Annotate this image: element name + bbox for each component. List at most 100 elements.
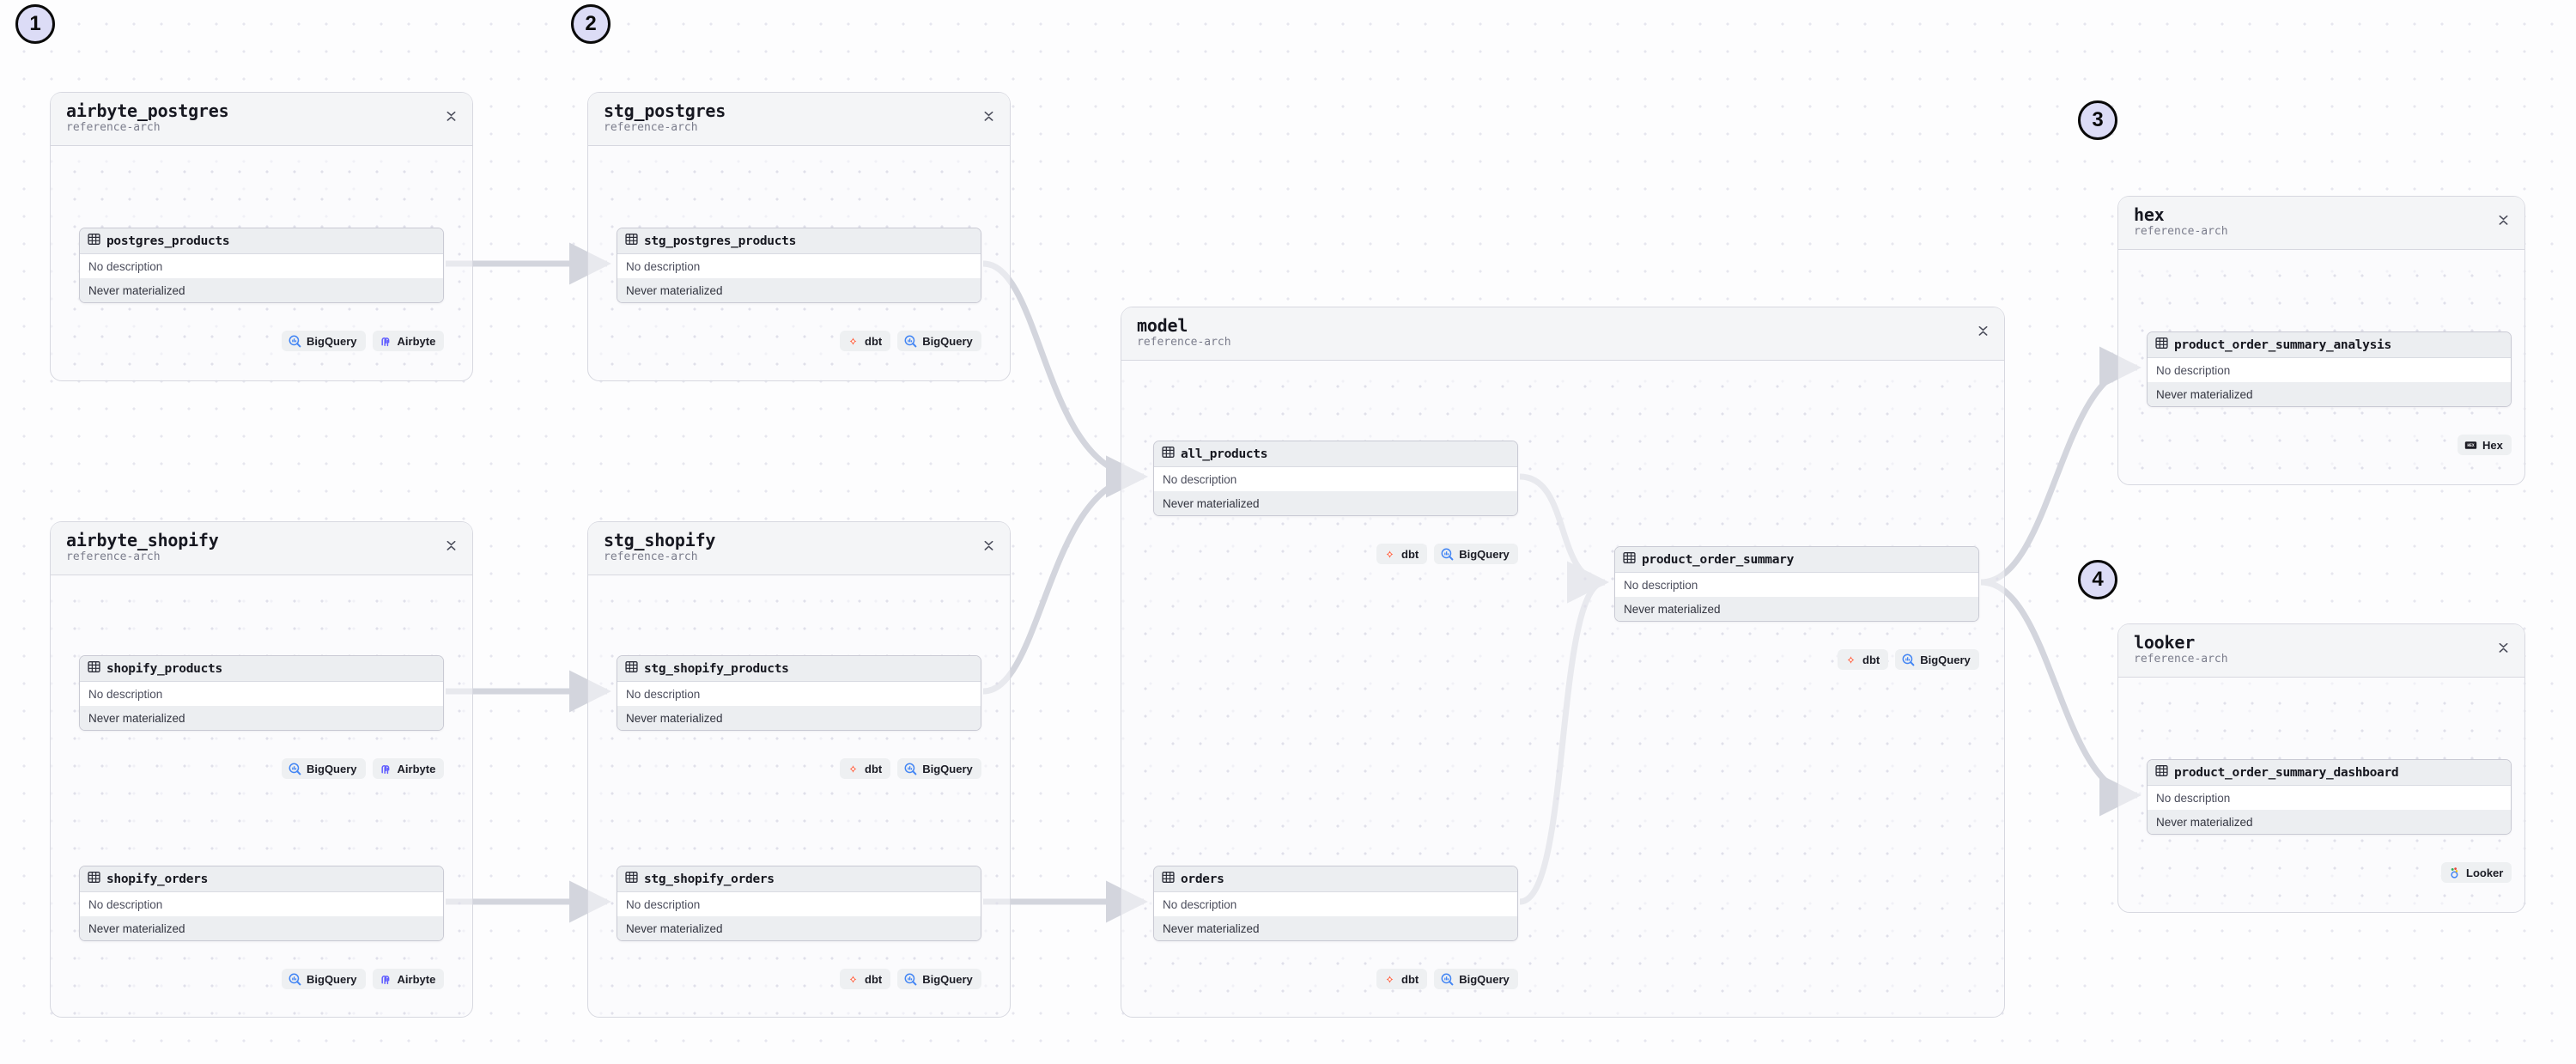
- looker-icon: [2448, 866, 2461, 879]
- integration-badges-shopify_products: BigQuery Airbyte: [282, 758, 445, 779]
- integration-badge-label: BigQuery: [307, 972, 357, 986]
- bigquery-icon: [289, 973, 301, 986]
- integration-badge-dbt[interactable]: dbt: [840, 331, 891, 351]
- integration-badge-label: BigQuery: [307, 334, 357, 348]
- group-title: hex: [2134, 204, 2165, 225]
- asset-materialization-status: Never materialized: [80, 706, 443, 730]
- collapse-group-icon[interactable]: [982, 539, 996, 555]
- asset-node-name: stg_postgres_products: [644, 234, 797, 248]
- integration-badge-label: dbt: [1862, 653, 1880, 666]
- integration-badge-airbyte[interactable]: Airbyte: [372, 331, 445, 351]
- asset-node-header[interactable]: orders: [1154, 866, 1517, 892]
- collapse-group-icon[interactable]: [445, 110, 459, 125]
- dbt-icon: [1383, 548, 1396, 561]
- asset-node-header[interactable]: product_order_summary_analysis: [2148, 332, 2511, 358]
- collapse-group-icon[interactable]: [2497, 641, 2511, 657]
- group-title: airbyte_postgres: [66, 100, 229, 121]
- asset-node-header[interactable]: stg_shopify_orders: [617, 866, 981, 892]
- bigquery-icon: [1441, 548, 1454, 561]
- integration-badge-bigquery[interactable]: BigQuery: [897, 331, 981, 351]
- asset-description: No description: [1154, 892, 1517, 916]
- integration-badge-dbt[interactable]: dbt: [840, 758, 891, 779]
- integration-badge-bigquery[interactable]: BigQuery: [1434, 969, 1518, 989]
- integration-badges-shopify_orders: BigQuery Airbyte: [282, 969, 445, 989]
- asset-node-header[interactable]: shopify_products: [80, 656, 443, 682]
- asset-node-header[interactable]: all_products: [1154, 441, 1517, 467]
- integration-badge-bigquery[interactable]: BigQuery: [897, 758, 981, 779]
- group-title: model: [1137, 315, 1188, 336]
- dbt-icon: [847, 335, 860, 348]
- asset-description: No description: [617, 892, 981, 916]
- integration-badge-dbt[interactable]: dbt: [1376, 544, 1428, 564]
- asset-materialization-status: Never materialized: [2148, 810, 2511, 834]
- step-marker-4: 4: [2078, 560, 2117, 599]
- integration-badge-airbyte[interactable]: Airbyte: [372, 758, 445, 779]
- integration-badge-label: Airbyte: [397, 972, 436, 986]
- integration-badge-dbt[interactable]: dbt: [840, 969, 891, 989]
- asset-description: No description: [617, 254, 981, 278]
- integration-badge-bigquery[interactable]: BigQuery: [282, 758, 366, 779]
- asset-node-header[interactable]: shopify_orders: [80, 866, 443, 892]
- integration-badge-bigquery[interactable]: BigQuery: [1434, 544, 1518, 564]
- asset-node-header[interactable]: stg_postgres_products: [617, 228, 981, 254]
- integration-badge-bigquery[interactable]: BigQuery: [897, 969, 981, 989]
- asset-node-header[interactable]: product_order_summary: [1615, 547, 1978, 573]
- integration-badge-bigquery[interactable]: BigQuery: [1895, 649, 1979, 670]
- integration-badge-dbt[interactable]: dbt: [1376, 969, 1428, 989]
- integration-badges-product_order_summary_dashboard: Looker: [2441, 862, 2512, 883]
- collapse-group-icon[interactable]: [445, 539, 459, 555]
- bigquery-icon: [289, 763, 301, 775]
- asset-node-header[interactable]: stg_shopify_products: [617, 656, 981, 682]
- integration-badge-label: dbt: [865, 762, 883, 775]
- integration-badge-airbyte[interactable]: Airbyte: [372, 969, 445, 989]
- asset-node-header[interactable]: postgres_products: [80, 228, 443, 254]
- asset-node-name: stg_shopify_orders: [644, 872, 775, 886]
- table-icon: [625, 233, 638, 250]
- integration-badge-dbt[interactable]: dbt: [1838, 649, 1889, 670]
- collapse-group-icon[interactable]: [2497, 214, 2511, 229]
- integration-badges-orders: dbt BigQuery: [1376, 969, 1518, 989]
- collapse-group-icon[interactable]: [982, 110, 996, 125]
- asset-description: No description: [2148, 358, 2511, 382]
- integration-badge-looker[interactable]: Looker: [2441, 862, 2512, 883]
- integration-badge-bigquery[interactable]: BigQuery: [282, 331, 366, 351]
- integration-badge-label: BigQuery: [922, 972, 973, 986]
- bigquery-icon: [1902, 654, 1915, 666]
- integration-badges-stg_postgres_products: dbt BigQuery: [840, 331, 981, 351]
- table-icon: [1162, 871, 1175, 888]
- group-title: stg_shopify: [604, 530, 716, 550]
- integration-badge-label: Looker: [2466, 866, 2504, 879]
- integration-badge-bigquery[interactable]: BigQuery: [282, 969, 366, 989]
- asset-materialization-status: Never materialized: [1154, 916, 1517, 940]
- collapse-group-icon[interactable]: [1977, 325, 1990, 340]
- asset-description: No description: [617, 682, 981, 706]
- dbt-icon: [1383, 973, 1396, 986]
- asset-node-header[interactable]: product_order_summary_dashboard: [2148, 760, 2511, 786]
- integration-badge-label: BigQuery: [307, 762, 357, 775]
- group-subtitle: reference-arch: [1137, 336, 1231, 349]
- integration-badge-label: Airbyte: [397, 334, 436, 348]
- bigquery-icon: [289, 335, 301, 348]
- group-subtitle: reference-arch: [2134, 225, 2228, 238]
